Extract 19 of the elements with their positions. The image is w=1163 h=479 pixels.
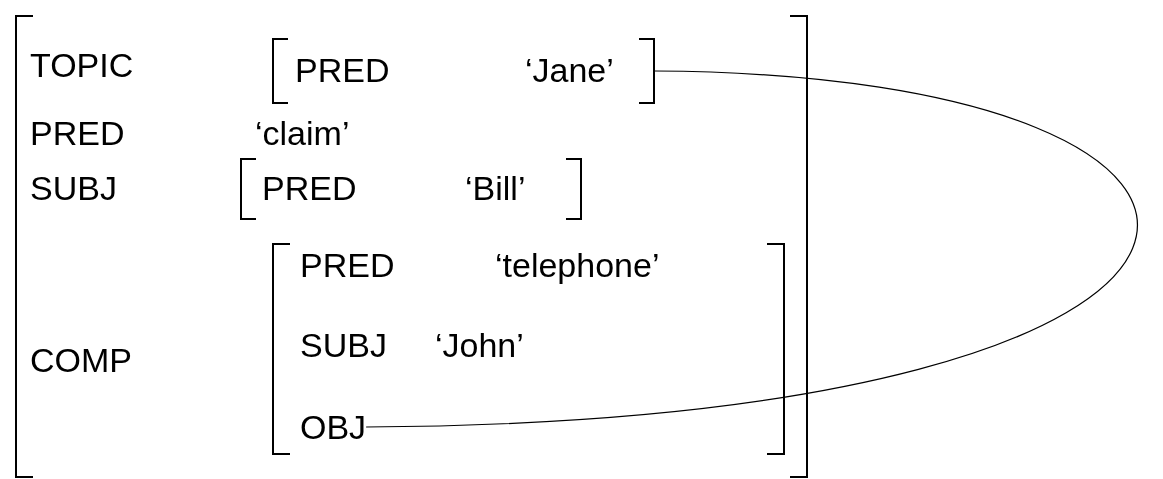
attribute-name: TOPIC [30,45,134,85]
attribute-value-matrix [15,15,808,478]
attribute-name: SUBJ [300,325,387,365]
attribute-value-matrix [272,38,655,104]
attribute-name: PRED [295,50,390,90]
attribute-value: ‘Bill’ [465,168,526,208]
attribute-name: COMP [30,340,132,380]
attribute-value: ‘Jane’ [525,50,614,90]
attribute-name: SUBJ [30,168,117,208]
attribute-value-matrix [272,243,785,455]
connector-curve [365,70,1135,428]
attribute-name: PRED [30,113,125,153]
attribute-name: OBJ [300,407,367,447]
attribute-value: ‘John’ [435,325,524,365]
attribute-name: PRED [300,245,395,285]
attribute-value-matrix [240,158,582,220]
attribute-value: ‘telephone’ [495,245,660,285]
attribute-value: ‘claim’ [255,113,350,153]
attribute-name: PRED [262,168,357,208]
